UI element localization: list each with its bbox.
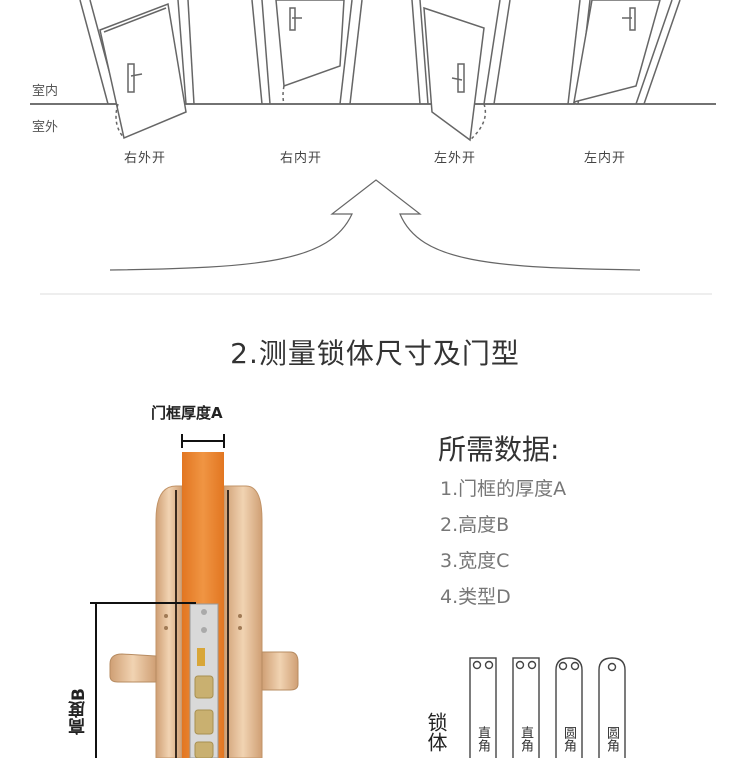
lock-plate-square-1 bbox=[469, 657, 497, 758]
required-data-title: 所需数据: bbox=[438, 433, 560, 466]
lock-plate-square-2 bbox=[512, 657, 540, 758]
lock-handle-right bbox=[261, 651, 299, 691]
door-type-label: 左内开 bbox=[584, 151, 627, 166]
door-type-label: 右内开 bbox=[280, 151, 323, 166]
lock-plate-types bbox=[469, 657, 626, 758]
section-title: 2.测量锁体尺寸及门型 bbox=[230, 337, 520, 370]
lock-handle-left bbox=[109, 653, 157, 683]
height-dimension bbox=[90, 602, 196, 758]
plate-type-label: 直角 bbox=[518, 726, 533, 752]
up-arrow-icon bbox=[109, 179, 641, 271]
required-item: 4.类型D bbox=[440, 586, 511, 608]
required-item: 1.门框的厚度A bbox=[440, 478, 567, 500]
door-right-outward bbox=[79, 0, 195, 140]
door-left-inward bbox=[567, 0, 681, 105]
door-type-label: 左外开 bbox=[434, 151, 477, 166]
outdoor-label: 室外 bbox=[32, 120, 59, 135]
door-right-inward bbox=[251, 0, 363, 105]
required-item: 2.高度B bbox=[440, 514, 510, 536]
plate-type-label: 圆角 bbox=[604, 726, 619, 752]
lock-escutcheon-left bbox=[155, 485, 183, 758]
lock-body-label: 锁体 bbox=[424, 712, 448, 752]
height-label: 高度B bbox=[69, 688, 89, 735]
plate-type-label: 圆角 bbox=[561, 726, 576, 752]
door-left-outward bbox=[411, 0, 511, 142]
lock-plate-round-1 bbox=[555, 657, 583, 758]
thickness-dimension bbox=[181, 434, 225, 448]
required-item: 3.宽度C bbox=[440, 550, 510, 572]
door-orientation-illustration bbox=[30, 0, 716, 295]
door-type-label: 右外开 bbox=[124, 151, 167, 166]
plate-type-label: 直角 bbox=[475, 726, 490, 752]
lock-escutcheon-right bbox=[223, 485, 263, 758]
frame-thickness-label: 门框厚度A bbox=[151, 404, 223, 422]
indoor-label: 室内 bbox=[32, 84, 59, 99]
lock-plate-round-2 bbox=[598, 657, 626, 758]
